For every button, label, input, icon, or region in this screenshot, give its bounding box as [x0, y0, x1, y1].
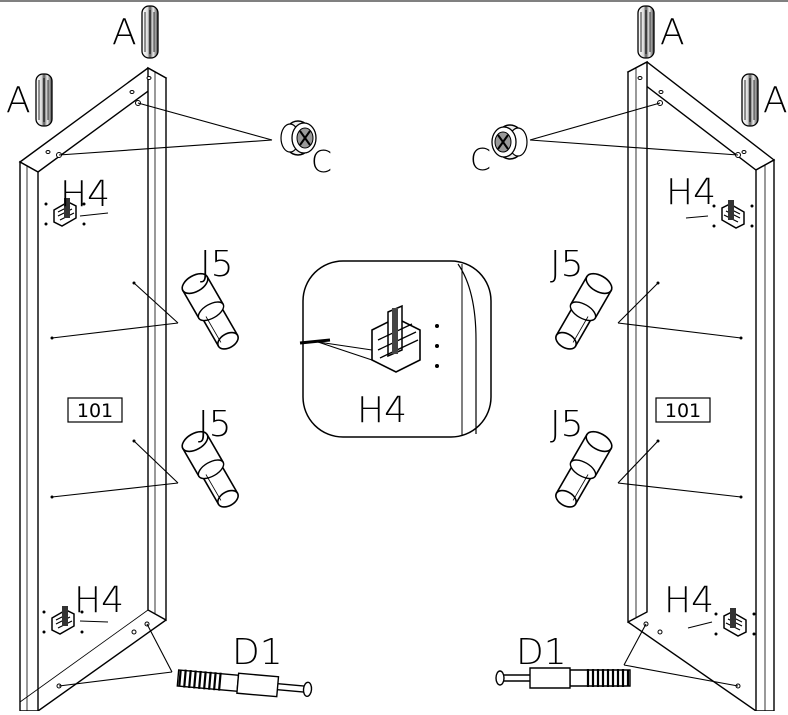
- label-d1-right: D1: [516, 632, 567, 673]
- bracket-h4-right-top: [711, 199, 755, 229]
- panel-number-right: 101: [665, 400, 701, 422]
- right-panel: [626, 60, 776, 712]
- bracket-h4-detail: [371, 304, 421, 373]
- label-c-left: C: [311, 145, 332, 180]
- label-h4-right-bottom: H4: [664, 580, 714, 621]
- label-a-left: A: [6, 80, 31, 121]
- label-h4-right-top: H4: [666, 172, 716, 213]
- cam-lock-c-right: [491, 124, 528, 160]
- detail-inset: [299, 260, 492, 438]
- label-a-right: A: [763, 80, 788, 121]
- label-j5-left-upper: J5: [200, 244, 234, 285]
- panel-number-box-right: [655, 397, 711, 423]
- dowel-a-right-top: [637, 5, 655, 59]
- dowel-a-left: [35, 73, 53, 127]
- label-h4-left-bottom: H4: [74, 580, 124, 621]
- label-h4-left-top: H4: [60, 174, 110, 215]
- dowel-a-left-top: [141, 5, 159, 59]
- label-d1-left: D1: [232, 632, 283, 673]
- label-j5-left-lower: J5: [198, 404, 232, 445]
- label-j5-right-lower: J5: [550, 404, 584, 445]
- label-a-right-top: A: [660, 12, 685, 53]
- label-h4-detail: H4: [357, 390, 407, 431]
- bracket-h4-right-bottom: [713, 607, 757, 637]
- leader-lines: [51, 102, 742, 687]
- label-a-left-top: A: [112, 12, 137, 53]
- label-j5-right-upper: J5: [550, 244, 584, 285]
- panel-number-left: 101: [77, 400, 113, 422]
- panel-number-box-left: [67, 397, 123, 423]
- dowel-a-right: [741, 73, 759, 127]
- label-c-right: C: [470, 143, 491, 178]
- callout-labels: A A A A C C H4 H4 H4 H4 H4 J5 J5 J5 J5 D…: [6, 12, 788, 673]
